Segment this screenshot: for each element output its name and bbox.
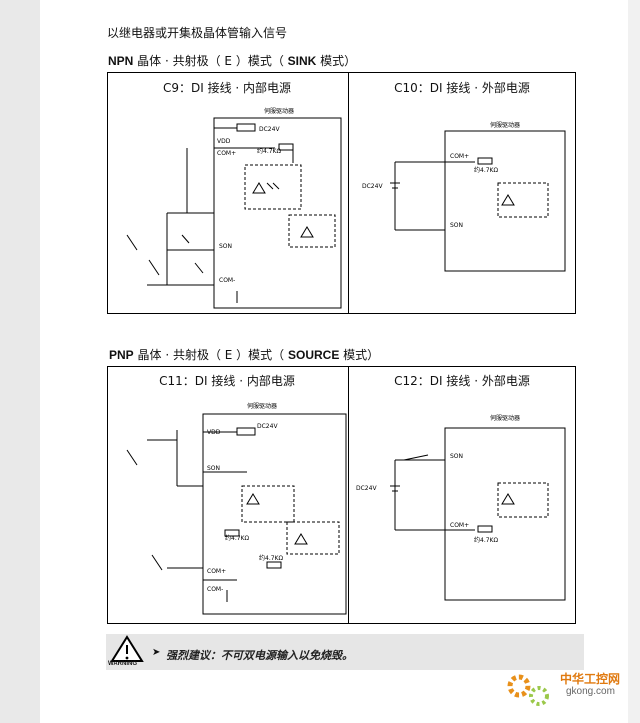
c9-dc24-label: DC24V [259, 126, 280, 133]
c9-diagram: 伺服驱动器 VDD DC24V COM+ 约4.7KΩ SON COM- [126, 107, 342, 309]
right-margin [628, 0, 640, 723]
warning-bar [106, 634, 584, 670]
watermark-site: 中华工控网 [560, 672, 621, 686]
warning-text: 强烈建议：不可双电源输入以免烧毁。 [166, 649, 353, 662]
warning-arrow-icon: ➤ [152, 647, 161, 658]
c9-vdd-label: VDD [217, 138, 231, 145]
c11-comp-label: COM+ [207, 568, 226, 575]
c11-res1-label: 约4.7KΩ [225, 534, 249, 542]
c12-dc24-label: DC24V [356, 485, 377, 492]
c10-drive-label: 伺服驱动器 [490, 121, 520, 129]
c9-comm-label: COM- [219, 277, 235, 284]
c9-son-label: SON [219, 243, 232, 250]
panel-c10 [348, 72, 576, 314]
c11-son-label: SON [207, 465, 220, 472]
left-margin [0, 0, 40, 723]
c10-dc24-label: DC24V [362, 183, 383, 190]
pnp-section-heading: PNP 晶体 · 共射极（ E ）模式（ SOURCE 模式） [109, 348, 380, 362]
c9-drive-label: 伺服驱动器 [264, 107, 294, 115]
gear-icon [507, 674, 549, 706]
c9-comp-label: COM+ [217, 150, 236, 157]
c12-res-label: 约4.7KΩ [474, 536, 498, 544]
npn-section-heading: NPN 晶体 · 共射极（ E ）模式（ SINK 模式） [108, 54, 357, 68]
c10-title: C10：DI 接线 · 外部电源 [394, 81, 530, 95]
c10-son-label: SON [450, 222, 463, 229]
c10-diagram: 伺服驱动器 COM+ 约4.7KΩ DC24V SON [362, 121, 566, 272]
panel-c12 [348, 366, 576, 624]
c11-comm-label: COM- [207, 586, 223, 593]
c9-title: C9：DI 接线 · 内部电源 [162, 81, 292, 95]
c12-comp-label: COM+ [450, 522, 469, 529]
watermark-url: gkong.com [566, 686, 615, 697]
c11-dc24-label: DC24V [257, 423, 278, 430]
warning-label: WARNING [108, 661, 137, 667]
intro-text: 以继电器或开集极晶体管输入信号 [107, 26, 288, 40]
c10-comp-label: COM+ [450, 153, 469, 160]
c10-res-label: 约4.7KΩ [474, 166, 498, 174]
c12-son-label: SON [450, 453, 463, 460]
c12-diagram: 伺服驱动器 SON DC24V COM+ 约4.7KΩ [356, 414, 566, 601]
warning-icon [110, 635, 144, 662]
c12-title: C12：DI 接线 · 外部电源 [394, 374, 530, 388]
c11-res2-label: 约4.7KΩ [259, 554, 283, 562]
c11-vdd-label: VDD [207, 429, 221, 436]
c9-res-label: 约4.7KΩ [257, 147, 281, 155]
c11-drive-label: 伺服驱动器 [247, 402, 277, 410]
c11-title: C11：DI 接线 · 内部电源 [159, 374, 295, 388]
panel-c9 [107, 72, 350, 314]
c11-diagram: 伺服驱动器 VDD DC24V SON 约4.7KΩ 约4.7KΩ COM+ C… [126, 402, 347, 615]
c12-drive-label: 伺服驱动器 [490, 414, 520, 422]
